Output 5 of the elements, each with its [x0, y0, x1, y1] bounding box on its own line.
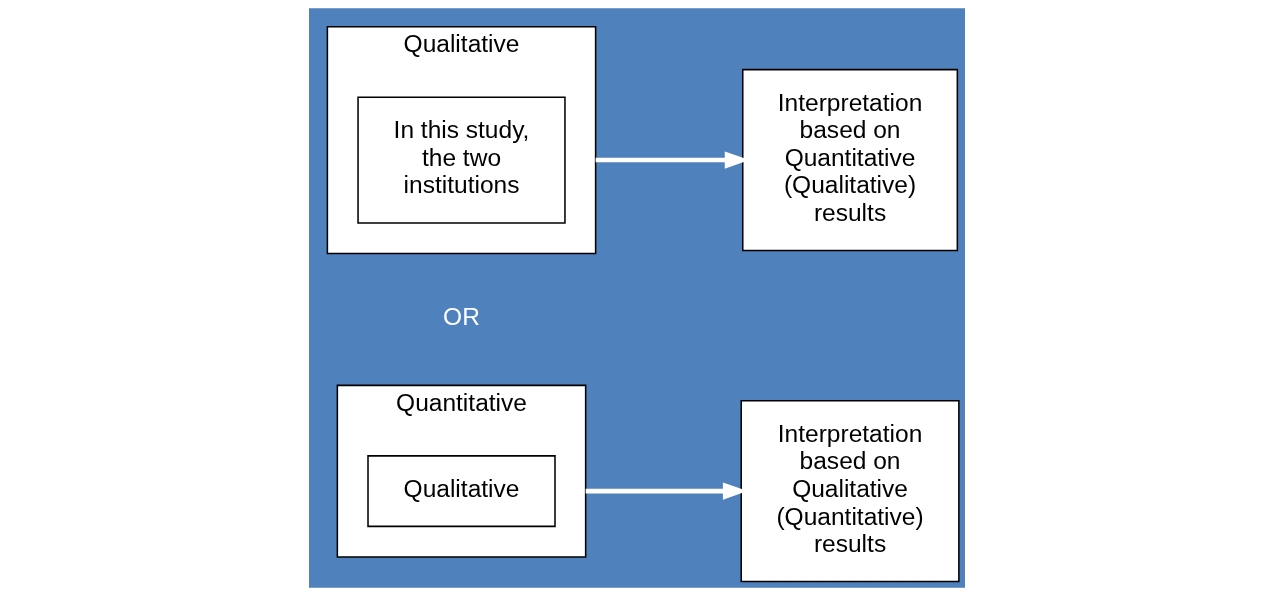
node-box: Interpretation based on Quantitative (Qualitative) results — [741, 68, 958, 252]
label: OR — [442, 303, 480, 331]
node-box: In this study, the two institutions — [356, 96, 566, 224]
node-box: Interpretation based on Qualitative (Quantitative) results — [739, 399, 960, 583]
node-box: Qualitative — [366, 455, 556, 528]
